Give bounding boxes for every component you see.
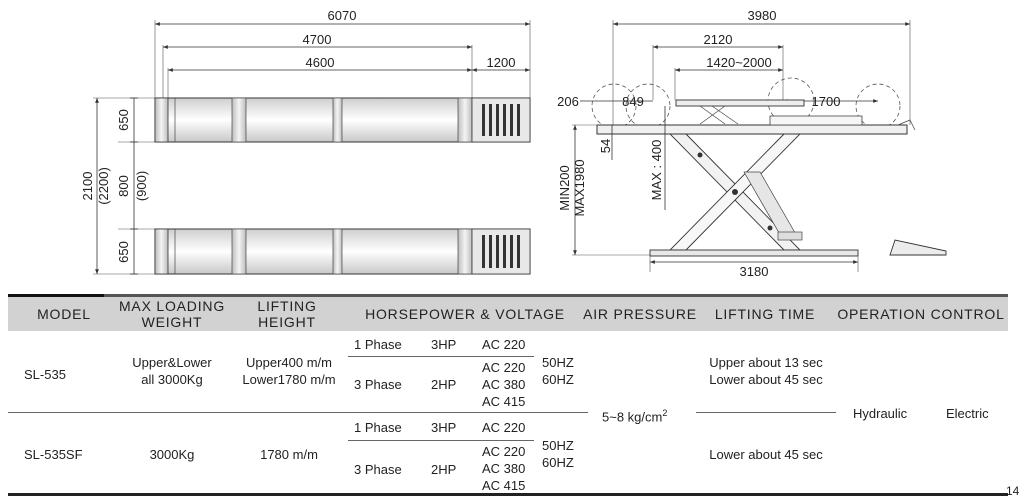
table-top-accent — [8, 294, 104, 297]
dim-side-overall: 3980 — [748, 8, 777, 23]
row1-lifting-time-line2: Lower about 45 sec — [709, 372, 823, 387]
main-platform — [596, 124, 908, 135]
dim-overall-width-alt: (2200) — [96, 167, 111, 205]
table-bottom-rule — [8, 493, 1008, 496]
row2-phase-divider — [348, 440, 534, 441]
row2-lifting-height: 1780 m/m — [260, 447, 318, 462]
header-horsepower-voltage: HORSEPOWER & VOLTAGE — [365, 306, 565, 322]
page-number: 14 — [1006, 484, 1019, 498]
dim-ramp-length: 1200 — [487, 55, 516, 70]
row1-phase1-ac: AC 220 — [482, 337, 526, 352]
air-pressure-sup: 2 — [662, 408, 668, 418]
row2-max-loading: 3000Kg — [149, 447, 195, 462]
header-operation-control: OPERATION CONTROL — [837, 306, 1005, 322]
table-top-rule — [8, 294, 1008, 297]
header-model: MODEL — [37, 306, 91, 322]
dim-side-base: 3180 — [740, 264, 769, 279]
row1-phase3: 3 Phase — [354, 377, 402, 392]
dim-gap: 800 — [116, 175, 131, 197]
row2-phase3: 3 Phase — [354, 462, 402, 477]
header-air-pressure: AIR PRESSURE — [583, 306, 697, 322]
row2-lifting-time: Lower about 45 sec — [709, 447, 823, 462]
header-lifting-height: LIFTING HEIGHT — [232, 297, 342, 331]
row2-phase1: 1 Phase — [354, 420, 402, 435]
row2-phase3-ac2: AC 380 — [482, 461, 526, 476]
header-max-loading-line1: MAX LOADING — [118, 298, 226, 314]
row1-phase1: 1 Phase — [354, 337, 402, 352]
row1-hz1: 50HZ — [542, 355, 574, 370]
dim-side-max1980: MAX1980 — [572, 159, 587, 216]
header-lifting-height-line1: LIFTING — [257, 298, 317, 314]
ramp-slots-top — [482, 104, 520, 136]
header-lifting-time: LIFTING TIME — [714, 306, 816, 322]
platform-bottom — [154, 228, 531, 275]
dim-overall-length: 6070 — [328, 8, 357, 23]
spec-table: MODEL MAX LOADING WEIGHT LIFTING HEIGHT … — [8, 294, 1008, 496]
header-max-loading-line2: WEIGHT — [141, 314, 203, 330]
side-view: 3980 2120 1420~2000 1700 206 849 MIN200 … — [557, 8, 947, 279]
dim-side-max400: MAX : 400 — [649, 140, 664, 201]
row1-model: SL-535 — [24, 367, 66, 382]
row2-phase3-ac3: AC 415 — [482, 478, 526, 493]
row2-phase3-ac1: AC 220 — [482, 444, 526, 459]
row1-lifting-height-line1: Upper400 m/m — [246, 355, 332, 370]
dim-side-206: 206 — [557, 94, 579, 109]
table-header — [8, 297, 1008, 331]
top-view: 6070 4700 4600 1200 2100 (2200) 650 800 … — [80, 8, 531, 275]
control-value: Electric — [946, 406, 989, 421]
row-separator-lifting-time — [696, 412, 836, 413]
upper-platform — [675, 99, 805, 107]
row1-phase1-hp: 3HP — [431, 337, 457, 352]
dim-overall-width: 2100 — [80, 172, 95, 201]
row1-phase3-ac1: AC 220 — [482, 360, 526, 375]
header-max-loading-weight: MAX LOADING WEIGHT — [112, 297, 232, 331]
dim-gap-alt: (900) — [134, 171, 149, 201]
scissor-mechanism — [668, 133, 803, 251]
row2-phase1-ac: AC 220 — [482, 420, 526, 435]
row1-hz2: 60HZ — [542, 372, 574, 387]
row2-hz1: 50HZ — [542, 438, 574, 453]
row1-max-loading-line1: Upper&Lower — [132, 355, 212, 370]
dim-side-wheelbase: 1420~2000 — [706, 55, 771, 70]
ramp-wedge — [889, 239, 947, 256]
ramp-slots-bottom — [482, 235, 520, 268]
row2-phase3-hp: 2HP — [431, 462, 457, 477]
dim-inner-length: 4600 — [306, 55, 335, 70]
operation-value: Hydraulic — [853, 406, 908, 421]
dim-side-849: 849 — [622, 94, 644, 109]
dim-platform-width-top: 650 — [116, 109, 131, 131]
dim-side-min200: MIN200 — [557, 165, 572, 211]
row1-max-loading-line2: all 3000Kg — [141, 372, 203, 387]
row1-phase-divider — [348, 356, 534, 357]
technical-drawing: 6070 4700 4600 1200 2100 (2200) 650 800 … — [80, 8, 947, 279]
wheel-rear-far — [855, 83, 901, 129]
row2-phase1-hp: 3HP — [431, 420, 457, 435]
dim-side-1700: 1700 — [812, 94, 841, 109]
air-pressure-text: 5~8 kg/cm — [602, 409, 663, 425]
row2-model: SL-535SF — [24, 447, 83, 462]
row1-phase3-hp: 2HP — [431, 377, 457, 392]
wheel-front-mid — [625, 83, 671, 129]
dim-platform-length: 4700 — [303, 32, 332, 47]
row1-phase3-ac3: AC 415 — [482, 394, 526, 409]
platform-top — [154, 97, 531, 143]
dim-side-2120: 2120 — [704, 32, 733, 47]
base-frame — [649, 249, 859, 257]
row1-lifting-height-line2: Lower1780 m/m — [242, 372, 336, 387]
row-separator-left — [8, 412, 588, 413]
row1-lifting-time-line1: Upper about 13 sec — [709, 355, 823, 370]
air-pressure-value: 5~8 kg/cm2 — [602, 405, 667, 425]
header-lifting-height-line2: HEIGHT — [258, 314, 316, 330]
dim-side-54: 54 — [598, 139, 613, 153]
row1-phase3-ac2: AC 380 — [482, 377, 526, 392]
wheel-front-low — [591, 83, 637, 129]
dim-platform-width-bottom: 650 — [116, 241, 131, 263]
row2-hz2: 60HZ — [542, 455, 574, 470]
